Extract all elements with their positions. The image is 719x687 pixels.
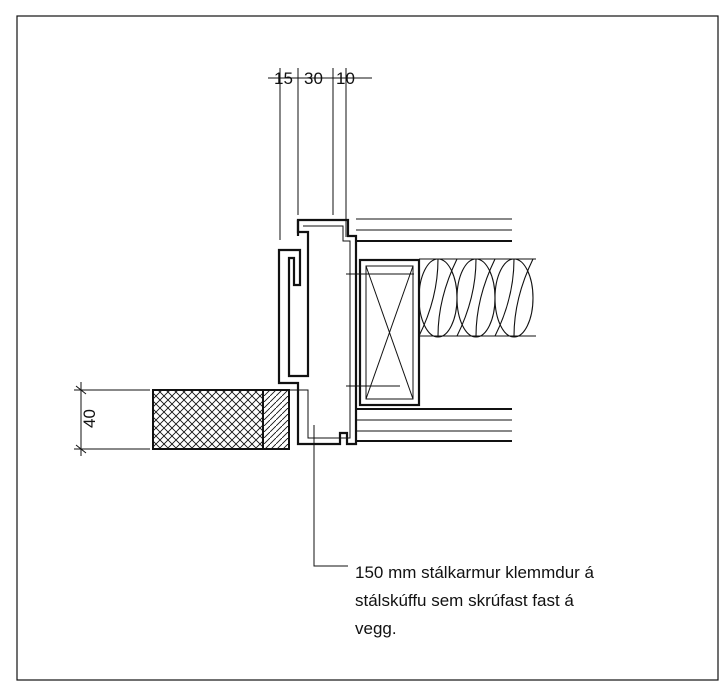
annotation-line-1: 150 mm stálkarmur klemmdur á [355, 563, 595, 582]
page-border [16, 15, 719, 681]
annotation-line-2: stálskúffu sem skrúfast fast á [355, 591, 574, 610]
steel-frame-profile [277, 218, 358, 446]
door-leaf [152, 389, 290, 450]
dimension-15: 15 [274, 69, 293, 88]
wall-panel [356, 218, 512, 442]
left-dimension [74, 382, 150, 456]
annotation-line-3: vegg. [355, 619, 397, 638]
dimension-10: 10 [336, 69, 355, 88]
insulation [418, 258, 536, 338]
wooden-stud [346, 258, 421, 407]
dimension-40: 40 [80, 409, 99, 428]
top-dimension-chain [268, 68, 372, 240]
annotation-leader-line [313, 425, 348, 567]
dimension-30: 30 [304, 69, 323, 88]
